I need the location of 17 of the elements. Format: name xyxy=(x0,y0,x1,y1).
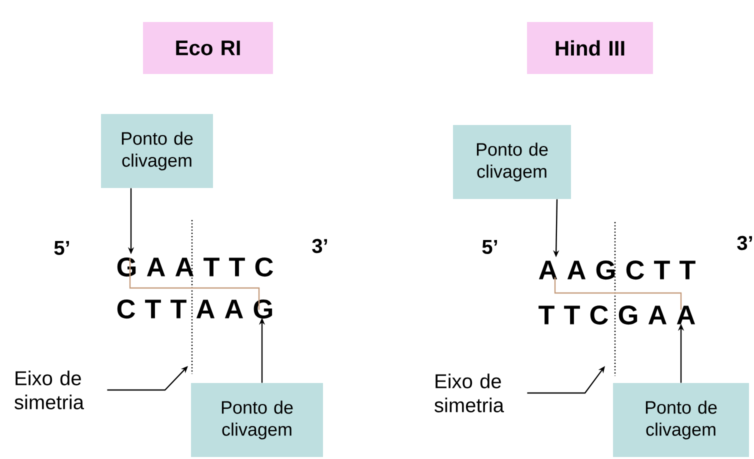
dna-sequence: T T C G A A xyxy=(538,305,696,325)
callout-box: Ponto de clivagem xyxy=(191,383,323,457)
callout-text: Eixo de simetria xyxy=(14,370,84,410)
strand-end-label: 5’ xyxy=(482,240,497,254)
dna-sequence: A A G C T T xyxy=(538,260,696,280)
title-box: Eco RI xyxy=(143,22,273,74)
cut-line xyxy=(129,258,260,310)
strand-end-label: 5’ xyxy=(54,241,69,255)
strand-end-label: 3’ xyxy=(737,236,752,250)
callout-box: Ponto de clivagem xyxy=(101,114,213,188)
callout-text: Eixo de simetria xyxy=(434,374,504,412)
strand-end-label: 3’ xyxy=(312,238,327,254)
callout-box: Ponto de clivagem xyxy=(453,125,571,199)
title-box: Hind III xyxy=(527,22,653,74)
callout-box: Ponto de clivagem xyxy=(613,383,749,457)
dna-sequence: C T T A A G xyxy=(117,299,272,319)
cut-line xyxy=(554,277,682,310)
